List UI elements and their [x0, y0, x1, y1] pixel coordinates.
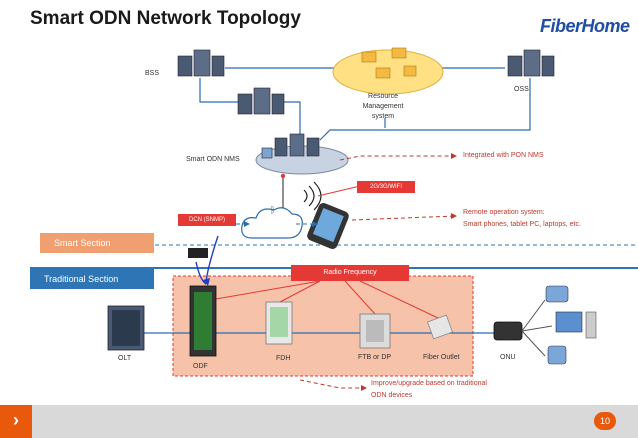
traditional-section-label: Traditional Section: [30, 269, 154, 289]
page-number: 10: [594, 412, 616, 430]
ftb-icon: [359, 313, 391, 349]
radio-frequency-label: Radio Frequency: [291, 265, 409, 281]
oss-server-icon: [507, 49, 555, 77]
odf-icon: [189, 285, 217, 357]
olt-label: OLT: [118, 355, 132, 362]
onu-icon: [493, 321, 523, 341]
traditional-area: [172, 275, 474, 377]
remote-operation-note-line1: Remote operation system:: [463, 209, 545, 216]
onu-label: ONU: [500, 354, 516, 361]
fdh-icon: [265, 301, 293, 345]
fiber-outlet-label: Fiber Outlet: [423, 354, 460, 361]
nms-server-icon: [261, 133, 320, 159]
fiber-outlet-icon: [427, 314, 453, 340]
ftb-label: FTB or DP: [358, 354, 392, 361]
phone-handset-icon: [547, 345, 567, 365]
resource-pc-icon: [361, 47, 417, 79]
server-group-icon: [237, 87, 285, 115]
desktop-pc-icon: [555, 311, 597, 339]
bluetooth-icon: ᛒ: [270, 205, 275, 216]
usb-dongle-icon: [188, 248, 208, 258]
oss-label: OSS: [514, 86, 529, 93]
fiberhome-logo: FiberHome: [540, 16, 630, 36]
network-cloud-icon: [241, 207, 303, 239]
footer-bar: [0, 405, 638, 438]
olt-icon: [107, 305, 145, 351]
page-title: Smart ODN Network Topology: [30, 8, 301, 29]
chevron-right-icon: ›: [0, 405, 32, 438]
improve-note-line2: ODN devices: [371, 392, 413, 399]
telephone-icon: [545, 285, 569, 303]
resource-management-label: Resource Management system: [362, 93, 404, 120]
smartphone-icon: [307, 202, 349, 250]
wireless-label: 2G/3G/WIFI: [357, 181, 415, 193]
smart-odn-nms-label: Smart ODN NMS: [186, 156, 240, 163]
bss-label: BSS: [145, 70, 160, 77]
wireless-signal-icon: [303, 181, 322, 211]
bss-server-icon: [177, 49, 225, 77]
dcn-label: DCN (SNMP): [178, 214, 236, 226]
smart-section-label: Smart Section: [40, 233, 154, 253]
fdh-label: FDH: [276, 355, 291, 362]
improve-note-line1: Improve/upgrade based on traditional: [371, 380, 487, 387]
remote-operation-note-line2: Smart phones, tablet PC, laptops, etc.: [463, 221, 581, 228]
odf-label: ODF: [193, 363, 208, 370]
pon-nms-note: Integrated with PON NMS: [463, 152, 544, 159]
